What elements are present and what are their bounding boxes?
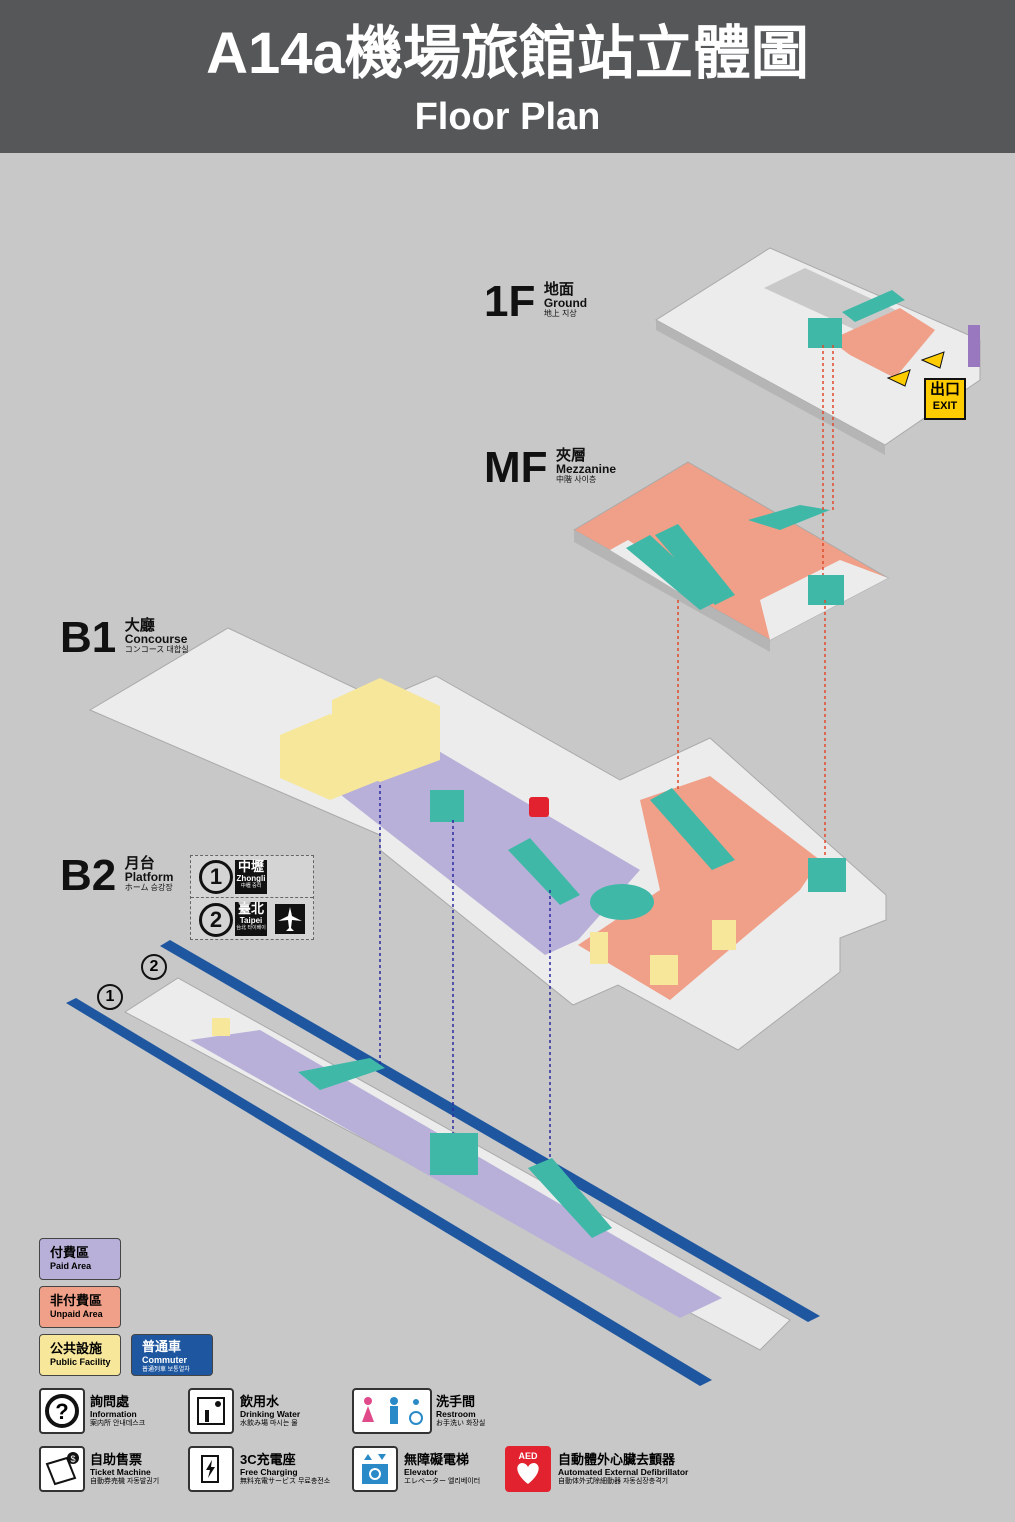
mf-escalator xyxy=(748,505,830,530)
floor-mf xyxy=(573,461,890,652)
restroom-icon xyxy=(352,1388,432,1434)
track-number-1: 1 xyxy=(97,984,123,1010)
destination-2: 2 臺北 Taipei 台北 타이베이 xyxy=(191,897,313,939)
ticket-machine-block xyxy=(650,955,678,985)
information-desk xyxy=(590,884,654,920)
b1-restroom-block xyxy=(332,678,440,782)
svg-text:?: ? xyxy=(55,1399,68,1424)
aed-icon: AED xyxy=(505,1446,551,1492)
b2-telephone-block xyxy=(212,1018,230,1036)
station-plan xyxy=(66,247,981,1386)
1f-escalator xyxy=(842,290,905,322)
exit-arrow-icon xyxy=(920,351,945,369)
exit-arrow-icon xyxy=(886,369,911,387)
track-2 xyxy=(160,940,820,1322)
ticket-machine-block xyxy=(712,920,736,950)
svg-text:$: $ xyxy=(70,1454,75,1464)
b2-escalator xyxy=(528,1158,612,1238)
svg-text:AED: AED xyxy=(518,1451,538,1461)
page-title: A14a機場旅館站立體圖 xyxy=(206,21,809,86)
b1-paid-area xyxy=(290,740,640,955)
vertical-connections xyxy=(379,345,834,1160)
platform-destinations: 1 中壢 Zhongli 中壢 중리 2 臺北 Taipei 台北 타이베이 xyxy=(190,855,314,940)
floor-b1 xyxy=(88,627,887,1051)
floor-b2 xyxy=(66,940,820,1386)
1f-elevator xyxy=(808,318,842,348)
1f-entrance-pillar xyxy=(968,325,980,367)
elevator-icon xyxy=(352,1446,398,1492)
mf-escalator xyxy=(626,535,720,610)
1f-unpaid-area xyxy=(830,308,935,378)
b1-elevator xyxy=(430,790,464,822)
page-subtitle: Floor Plan xyxy=(414,96,601,138)
telephone-block xyxy=(590,932,608,964)
b2-elevator xyxy=(430,1133,478,1175)
floor-1f xyxy=(655,247,981,455)
drinking-water-icon xyxy=(188,1388,234,1434)
aed-icon xyxy=(529,797,549,817)
information-icon: ? xyxy=(39,1388,85,1434)
airport-icon xyxy=(275,904,305,934)
mf-escalator xyxy=(655,524,735,605)
legend-commuter: 普通車 Commuter 普通列車 보통열차 xyxy=(131,1334,213,1376)
b1-exit-elevator xyxy=(808,858,846,892)
header: A14a機場旅館站立體圖 Floor Plan xyxy=(0,0,1015,153)
destination-1: 1 中壢 Zhongli 中壢 중리 xyxy=(191,856,313,897)
b1-escalator xyxy=(650,788,735,870)
b2-escalator xyxy=(298,1058,385,1090)
track-number-2: 2 xyxy=(141,954,167,980)
ticket-machine-icon: $ xyxy=(39,1446,85,1492)
charging-icon xyxy=(188,1446,234,1492)
b1-unpaid-area xyxy=(578,776,820,1000)
mf-elevator xyxy=(808,575,844,605)
track-1 xyxy=(66,998,712,1386)
b1-escalator xyxy=(508,838,580,905)
exit-sign: 出口 EXIT xyxy=(924,378,966,420)
